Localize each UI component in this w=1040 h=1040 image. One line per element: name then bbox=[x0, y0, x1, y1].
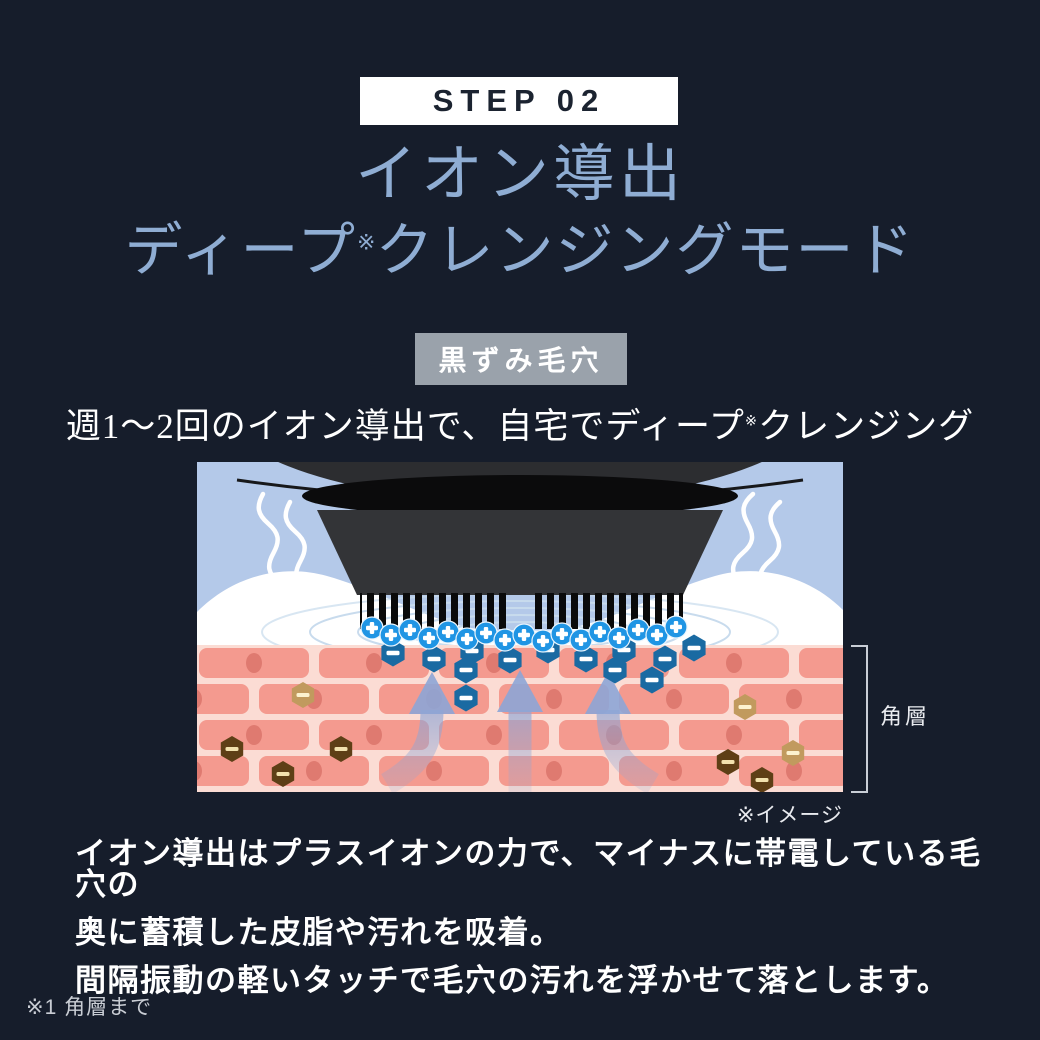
subtitle: 週1〜2回のイオン導出で、自宅でディープ※クレンジング bbox=[65, 407, 975, 446]
concern-badge: 黒ずみ毛穴 bbox=[415, 333, 627, 385]
page-title-line2: ディープ※クレンジングモード bbox=[124, 218, 916, 283]
step-number-label: STEP 02 bbox=[432, 83, 606, 118]
step-number-box: STEP 02 bbox=[360, 77, 678, 125]
device-bristles bbox=[360, 593, 683, 629]
cleansing-device-illustration bbox=[197, 462, 843, 792]
description-line: 間隔振動の軽いタッチで毛穴の汚れを浮かせて落とします。 bbox=[75, 963, 950, 998]
description-text: イオン導出はプラスイオンの力で、マイナスに帯電している毛穴の 奥に蓄積した皮脂や… bbox=[75, 838, 995, 1013]
reference-mark: ※ bbox=[356, 229, 376, 255]
page-title: イオン導出 ディープ※クレンジングモード bbox=[0, 144, 1040, 280]
device-head bbox=[317, 510, 723, 595]
description-line: イオン導出はプラスイオンの力で、マイナスに帯電している毛穴の bbox=[75, 836, 982, 902]
footnote: ※1 角層まで bbox=[26, 996, 153, 1019]
upward-arrow-icons bbox=[380, 670, 660, 792]
stratum-corneum-label: 角層 bbox=[880, 704, 931, 729]
description-line: 奥に蓄積した皮脂や汚れを吸着。 bbox=[75, 915, 563, 950]
stratum-corneum-bracket bbox=[851, 645, 868, 793]
reference-mark: ※ bbox=[744, 413, 759, 430]
concern-badge-label: 黒ずみ毛穴 bbox=[438, 345, 604, 376]
image-disclaimer-caption: ※イメージ bbox=[736, 804, 843, 827]
page-title-line1: イオン導出 bbox=[354, 141, 685, 209]
device-band bbox=[302, 475, 738, 517]
